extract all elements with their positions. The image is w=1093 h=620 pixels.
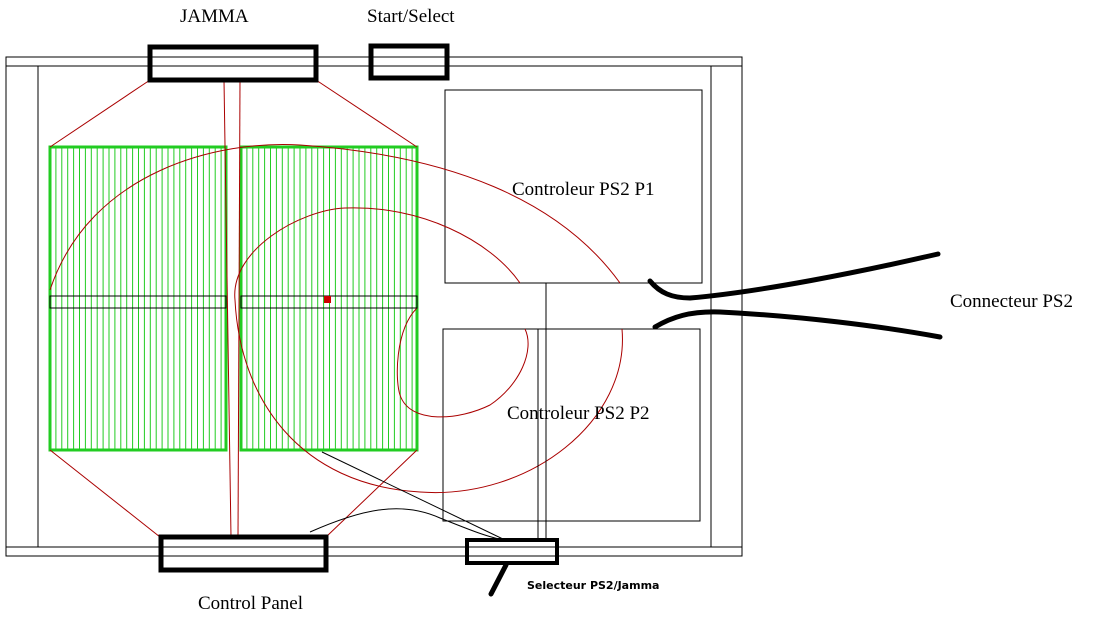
start-select-label: Start/Select <box>367 6 455 27</box>
marker-dot <box>324 296 331 303</box>
jamma-label: JAMMA <box>180 6 249 27</box>
board-left <box>48 145 228 452</box>
selector-label: Selecteur PS2/Jamma <box>527 579 660 592</box>
board-right <box>239 145 419 452</box>
black-wires <box>309 283 547 541</box>
controller-p1-box <box>444 89 703 284</box>
selector-lever <box>488 562 509 597</box>
control-panel-label: Control Panel <box>198 593 304 614</box>
control-panel-connector <box>158 534 329 573</box>
selector-switch <box>465 538 559 565</box>
start-select-connector <box>368 43 450 81</box>
jamma-connector <box>147 44 319 83</box>
red-wires <box>49 79 623 538</box>
connector-label: Connecteur PS2 <box>950 291 1073 312</box>
controller-p2-box <box>442 328 701 522</box>
ps2-cables <box>647 251 943 340</box>
enclosure-inner <box>5 65 743 548</box>
strip-left <box>49 295 227 309</box>
controller-p2-label: Controleur PS2 P2 <box>507 403 650 424</box>
controller-p1-label: Controleur PS2 P1 <box>512 179 655 200</box>
enclosure-outer <box>5 56 743 557</box>
